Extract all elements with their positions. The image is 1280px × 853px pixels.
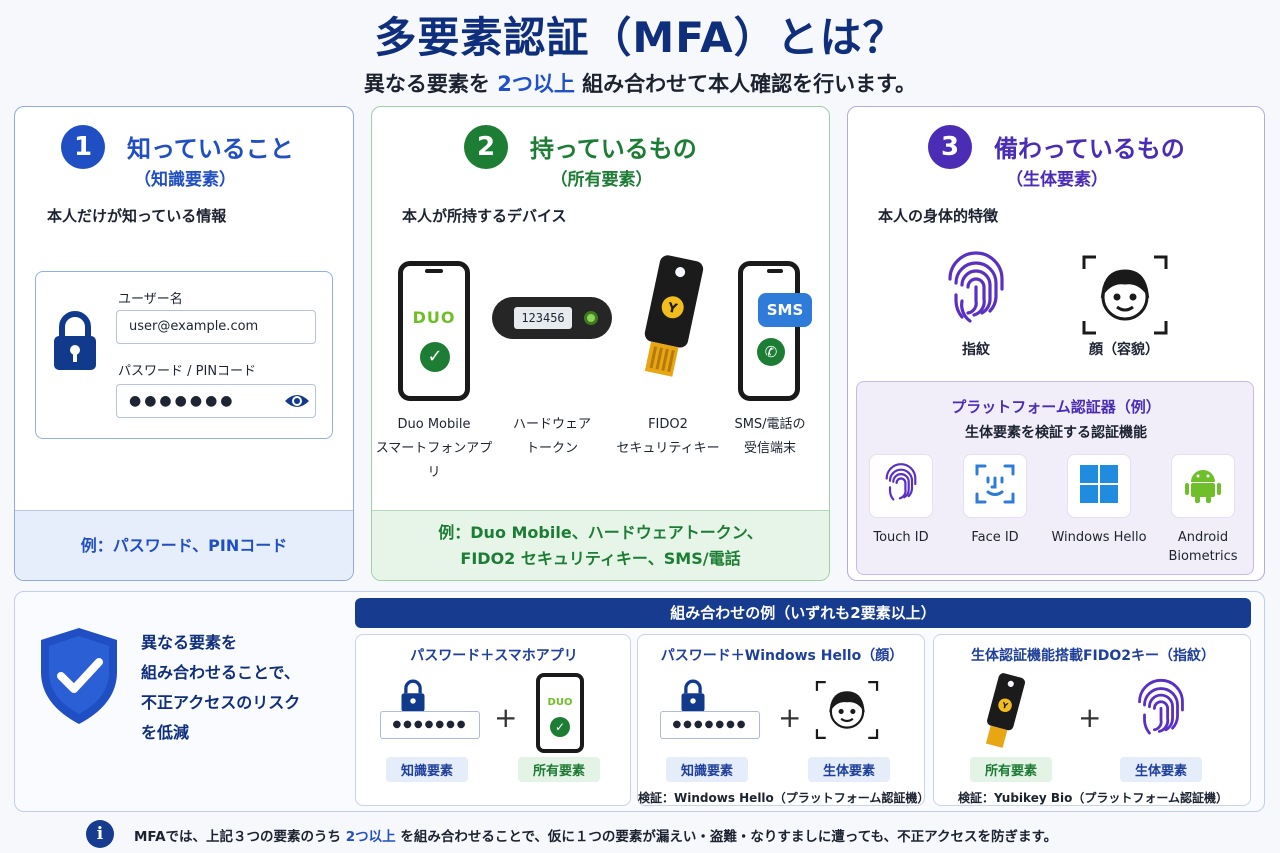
footer-pre: MFAでは、上記３つの要素のうち (134, 829, 342, 845)
android-tile (1171, 454, 1235, 518)
factor-description: 本人だけが知っている情報 (47, 207, 227, 225)
factor-number-badge: 3 (928, 125, 972, 169)
svg-text:Y: Y (665, 300, 679, 317)
password-field[interactable]: ●●●●●●● (116, 384, 316, 418)
footer-note: MFAでは、上記３つの要素のうち 2つ以上 を組み合わせることで、仮に１つの要素… (134, 825, 1057, 845)
combo-card-password-face: パスワード＋Windows Hello（顔） ●●●●●●● + 知識要素 生体… (637, 634, 930, 806)
factor-number-badge: 1 (61, 125, 105, 169)
platform-authenticators: プラットフォーム認証器（例） 生体要素を検証する認証機能 Touch ID Fa… (856, 381, 1254, 575)
plus-sign: + (494, 701, 518, 734)
android-icon (1183, 464, 1223, 508)
factor-description: 本人が所持するデバイス (402, 207, 567, 225)
device-label-sms: SMS/電話の受信端末 (734, 417, 806, 456)
info-icon: i (86, 820, 114, 848)
combo-card-password-app: パスワード＋スマホアプリ ●●●●●●● + DUO ✓ 知識要素 所有要素 (355, 634, 631, 806)
token-code: 123456 (514, 307, 572, 329)
duo-phone-icon: DUO ✓ (398, 261, 470, 401)
shield-check-icon (37, 626, 121, 730)
hardware-token-icon: 123456 (492, 297, 612, 339)
tag-possession: 所有要素 (518, 757, 600, 782)
platform-title: プラットフォーム認証器（例） (951, 398, 1161, 416)
face-id-tile (963, 454, 1027, 518)
tag-knowledge: 知識要素 (666, 757, 748, 782)
factor-subtitle: （知識要素） (134, 170, 236, 190)
fido-key-icon: Y (978, 673, 1028, 757)
factor-subtitle: （生体要素） (1006, 170, 1108, 190)
factor-inherence-panel: 3 備わっているもの （生体要素） 本人の身体的特徴 指紋 顔（容貌） プラット… (847, 106, 1265, 581)
combo-title: パスワード＋スマホアプリ (410, 648, 578, 664)
platform-label-windows-hello: Windows Hello (1051, 530, 1147, 545)
factor-description: 本人の身体的特徴 (878, 207, 999, 225)
face-icon (814, 679, 880, 745)
username-label: ユーザー名 (118, 292, 183, 307)
page-title: 多要素認証（MFA）とは？ (374, 13, 906, 62)
device-label-token: ハードウェアトークン (512, 417, 591, 456)
subtitle-pre: 異なる要素を (363, 72, 490, 96)
key-letter: Y (1000, 700, 1009, 711)
fingerprint-icon (944, 249, 1008, 333)
verification-note: 検証：Yubikey Bio（プラットフォーム認証機） (957, 791, 1228, 805)
subtitle-post: 組み合わせて本人確認を行います。 (582, 72, 917, 96)
factor-possession-panel: 2 持っているもの （所有要素） 本人が所持するデバイス DUO ✓ 12345… (371, 106, 830, 581)
check-icon: ✓ (550, 717, 570, 737)
lock-icon (680, 679, 706, 717)
page-subtitle: 異なる要素を 2つ以上 組み合わせて本人確認を行います。 (0, 68, 1280, 98)
lock-icon (52, 310, 98, 376)
check-icon: ✓ (420, 342, 450, 372)
face-id-icon (975, 464, 1015, 508)
platform-label-touch-id: Touch ID (873, 530, 929, 545)
password-label: パスワード / PINコード (118, 364, 257, 379)
factor-title: 持っているもの (530, 135, 697, 163)
factor-title: 備わっているもの (994, 135, 1185, 163)
eye-icon[interactable] (284, 392, 310, 414)
verification-note: 検証：Windows Hello（プラットフォーム認証機） (638, 791, 930, 805)
factor-subtitle: （所有要素） (550, 170, 653, 190)
duo-phone-icon: DUO ✓ (536, 673, 584, 753)
plus-sign: + (778, 701, 802, 734)
footer-post: を組み合わせることで、仮に１つの要素が漏えい・盗難・なりすましに遭っても、不正ア… (400, 829, 1058, 845)
duo-logo: DUO (412, 308, 456, 327)
factor-example: 例：パスワード、PINコード (15, 510, 353, 580)
password-field-mini: ●●●●●●● (380, 711, 480, 739)
combo-card-fido-bio: 生体認証機能搭載FIDO2キー（指紋） Y + 所有要素 生体要素 検証：Yub… (933, 634, 1251, 806)
tag-possession: 所有要素 (970, 757, 1052, 782)
fido-key-icon: Y (630, 255, 710, 389)
password-field-mini: ●●●●●●● (660, 711, 760, 739)
tag-knowledge: 知識要素 (386, 757, 468, 782)
fingerprint-icon (883, 462, 919, 510)
shield-message: 異なる要素を 組み合わせることで、 不正アクセスのリスク を低減 (141, 633, 301, 742)
sms-phone-icon: ✆ (738, 261, 800, 401)
lock-icon (400, 679, 426, 717)
platform-subtitle: 生体要素を検証する認証機能 (965, 425, 1147, 441)
fingerprint-icon (1134, 677, 1188, 747)
combination-section: 異なる要素を 組み合わせることで、 不正アクセスのリスク を低減 組み合わせの例… (14, 591, 1265, 812)
factor-number-badge: 2 (464, 125, 508, 169)
factor-example: 例：Duo Mobile、ハードウェアトークン、 FIDO2 セキュリティキー、… (372, 510, 829, 580)
touch-id-tile (869, 454, 933, 518)
tag-inherence: 生体要素 (1120, 757, 1202, 782)
windows-hello-tile (1067, 454, 1131, 518)
login-form: ユーザー名 user@example.com パスワード / PINコード ●●… (35, 271, 333, 439)
factor-title: 知っていること (127, 135, 294, 163)
phone-call-icon: ✆ (757, 338, 785, 366)
username-field[interactable]: user@example.com (116, 310, 316, 344)
sms-bubble-icon: SMS (758, 293, 812, 327)
duo-logo: DUO (547, 697, 573, 708)
combination-banner: 組み合わせの例（いずれも2要素以上） (355, 598, 1251, 628)
biometric-label-fingerprint: 指紋 (962, 342, 990, 358)
combo-title: 生体認証機能搭載FIDO2キー（指紋） (970, 648, 1216, 664)
factor-knowledge-panel: 1 知っていること （知識要素） 本人だけが知っている情報 ユーザー名 user… (14, 106, 354, 581)
footer-highlight: 2つ以上 (345, 829, 396, 845)
biometric-label-face: 顔（容貌） (1089, 342, 1159, 358)
tag-inherence: 生体要素 (808, 757, 890, 782)
subtitle-highlight: 2つ以上 (497, 72, 575, 96)
combo-title: パスワード＋Windows Hello（顔） (660, 648, 904, 664)
windows-icon (1080, 465, 1118, 507)
face-icon (1080, 253, 1170, 341)
plus-sign: + (1078, 701, 1102, 734)
platform-label-face-id: Face ID (971, 530, 1019, 545)
